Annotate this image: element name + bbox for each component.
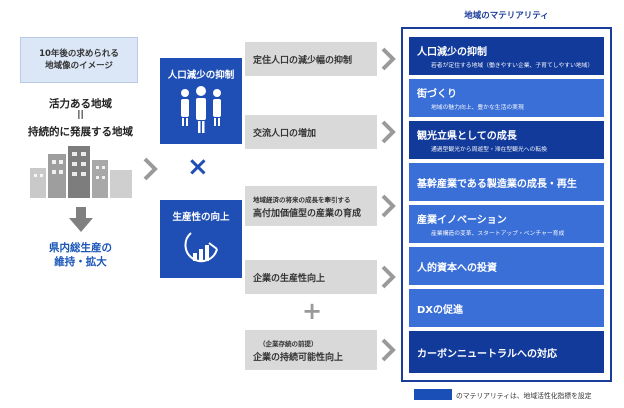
productivity-title: 生産性の向上 [172, 212, 230, 223]
materiality-item-sub: 産業構造の変革、スタートアップ・ベンチャー育成 [431, 231, 565, 237]
measure-box-productivity: 企業の生産性向上 [245, 260, 377, 294]
measure-high-value-small: 地域経済の将来の成長を牽引する [253, 195, 351, 204]
measure-settled-population: 定住人口の減少幅の抑制 [253, 55, 353, 66]
materiality-item: DXの促進 [409, 289, 604, 327]
materiality-item: 基幹産業である製造業の成長・再生 [409, 163, 604, 201]
materiality-item-title: 観光立県としての成長 [417, 131, 517, 142]
materiality-item: 人的資本への投資 [409, 247, 604, 285]
chevron-right-icon [143, 157, 158, 181]
materiality-item-title: 街づくり [417, 89, 457, 100]
vision-line1: 活力ある地域 [49, 98, 112, 110]
materiality-item: 街づくり 地域の魅力向上、豊かな生活の実現 [409, 79, 604, 117]
materiality-header: 地域のマテリアリティ [464, 11, 549, 21]
materiality-panel: 人口減少の抑制 若者が定住する地域（働きやすい企業、子育てしやすい地域） 街づく… [401, 27, 612, 382]
materiality-item-title: DXの促進 [417, 304, 464, 316]
materiality-item-title: 基幹産業である製造業の成長・再生 [417, 178, 577, 190]
growth-chart-icon [184, 232, 218, 263]
measure-box-settled-population: 定住人口の減少幅の抑制 [245, 42, 377, 76]
arrow-right-icon [381, 120, 396, 144]
arrow-right-icon [381, 265, 396, 289]
materiality-item: 人口減少の抑制 若者が定住する地域（働きやすい企業、子育てしやすい地域） [409, 37, 604, 75]
measure-sustainability-main: 企業の持続可能性向上 [253, 352, 344, 363]
measure-sustainability-small: （企業存続の前提） [259, 339, 318, 348]
materiality-item-title: カーボンニュートラルへの対応 [417, 348, 557, 360]
arrow-right-icon [381, 194, 396, 218]
productivity-box: 生産性の向上 [160, 200, 242, 278]
materiality-item-title: 産業イノベーション [417, 215, 507, 226]
result-line1: 県内総生産の [49, 242, 112, 254]
measure-productivity: 企業の生産性向上 [253, 273, 326, 284]
materiality-item: カーボンニュートラルへの対応 [409, 331, 604, 373]
arrow-right-icon [381, 47, 396, 71]
materiality-item: 観光立県としての成長 通過型観光から周遊型・滞在型観光への転換 [409, 121, 604, 159]
measure-exchange-population: 交流人口の増加 [253, 128, 317, 139]
legend-text: のマテリアリティは、地域活性化指標を設定 [456, 392, 592, 400]
plus-sign: + [302, 297, 323, 325]
people-group-icon [181, 86, 221, 133]
city-buildings-icon [30, 146, 132, 198]
arrow-right-icon [381, 338, 396, 362]
population-decline-box: 人口減少の抑制 [160, 58, 242, 144]
future-vision-label-line2: 地域像のイメージ [45, 61, 113, 71]
materiality-item-title: 人口減少の抑制 [417, 47, 487, 58]
materiality-item-sub: 若者が定住する地域（働きやすい企業、子育てしやすい地域） [431, 63, 594, 69]
vision-equals: || [77, 110, 84, 120]
measure-box-exchange-population: 交流人口の増加 [245, 115, 377, 149]
vision-line2: 持続的に発展する地域 [28, 126, 133, 138]
multiply-sign: × [187, 152, 209, 182]
materiality-item-title: 人的資本への投資 [417, 262, 497, 274]
down-arrow-icon [69, 207, 93, 232]
legend-swatch [414, 389, 452, 400]
measure-high-value-main: 高付加価値型の産業の育成 [253, 208, 362, 219]
measure-box-sustainability: （企業存続の前提） 企業の持続可能性向上 [245, 330, 377, 370]
materiality-item-sub: 地域の魅力向上、豊かな生活の実現 [431, 105, 524, 111]
materiality-item: 産業イノベーション 産業構造の変革、スタートアップ・ベンチャー育成 [409, 205, 604, 243]
measure-box-high-value-industry: 地域経済の将来の成長を牽引する 高付加価値型の産業の育成 [245, 186, 377, 226]
future-vision-label-box: 10年後の求められる 地域像のイメージ [20, 37, 138, 83]
future-vision-label-line1: 10年後の求められる [39, 49, 119, 59]
result-line2: 維持・拡大 [54, 256, 107, 268]
population-decline-title: 人口減少の抑制 [167, 70, 235, 81]
materiality-item-sub: 通過型観光から周遊型・滞在型観光への転換 [431, 147, 547, 153]
